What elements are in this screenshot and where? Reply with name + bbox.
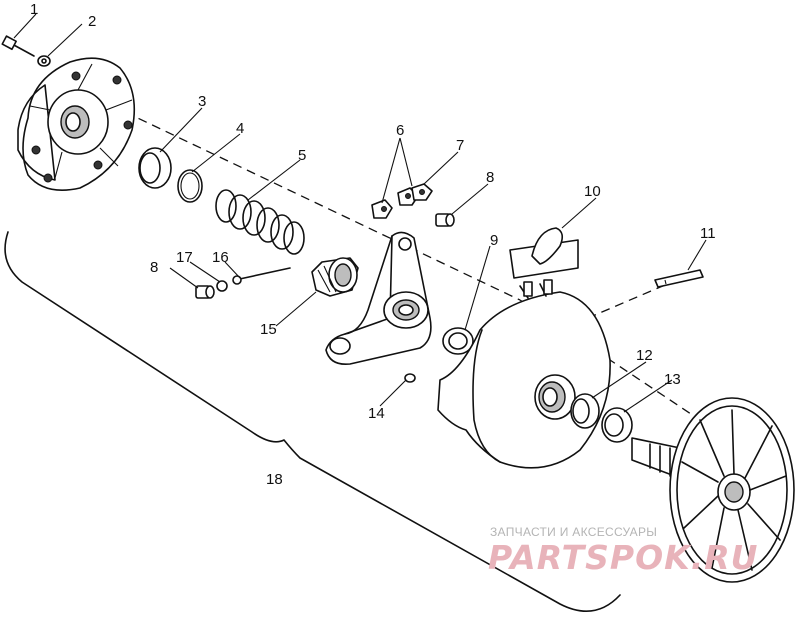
callout-9: 9: [490, 232, 498, 249]
callout-13: 13: [664, 371, 681, 388]
callout-16: 16: [212, 249, 229, 266]
part-spider-arm: [325, 231, 432, 366]
callout-6: 6: [396, 122, 404, 139]
part-nut-upper: [435, 213, 455, 227]
assembly-axis: [124, 111, 521, 301]
part-cam: [311, 257, 359, 297]
callout-4: 4: [236, 120, 244, 137]
part-nut-left: [195, 285, 215, 299]
callout-11: 11: [700, 225, 716, 242]
part-fixed-sheave: [631, 397, 795, 583]
part-movable-sheave: [437, 279, 611, 469]
callout-3: 3: [198, 93, 206, 110]
part-cover-plate: [17, 57, 136, 191]
part-bushing-ring: [138, 147, 172, 189]
callout-12: 12: [636, 347, 653, 364]
part-seal: [601, 407, 633, 443]
part-clip: [509, 227, 579, 279]
part-screw: [404, 373, 416, 383]
part-bolt: [1, 35, 35, 57]
part-snap-ring: [177, 169, 203, 203]
part-washer: [37, 55, 51, 67]
watermark-caption: ЗАПЧАСТИ И АКСЕССУАРЫ: [490, 525, 658, 539]
callout-17: 17: [176, 249, 193, 266]
assembly-bracket: [4, 231, 621, 612]
part-nuts: [371, 183, 433, 219]
part-ball: [216, 280, 228, 292]
leader-lines: [13, 13, 707, 413]
part-spring: [215, 189, 305, 255]
callout-1: 1: [30, 1, 38, 18]
callout-15: 15: [260, 321, 277, 338]
part-long-pin: [654, 269, 704, 288]
callout-7: 7: [456, 137, 464, 154]
callout-5: 5: [298, 147, 306, 164]
part-pin: [232, 267, 291, 285]
callout-8-upper: 8: [486, 169, 494, 186]
callout-10: 10: [584, 183, 601, 200]
callout-14: 14: [368, 405, 385, 422]
callout-2: 2: [88, 13, 96, 30]
part-bushing: [570, 393, 600, 429]
watermark-logo: PARTSPOK.RU: [488, 538, 759, 577]
callout-8-left: 8: [150, 259, 158, 276]
callout-18: 18: [266, 471, 283, 488]
